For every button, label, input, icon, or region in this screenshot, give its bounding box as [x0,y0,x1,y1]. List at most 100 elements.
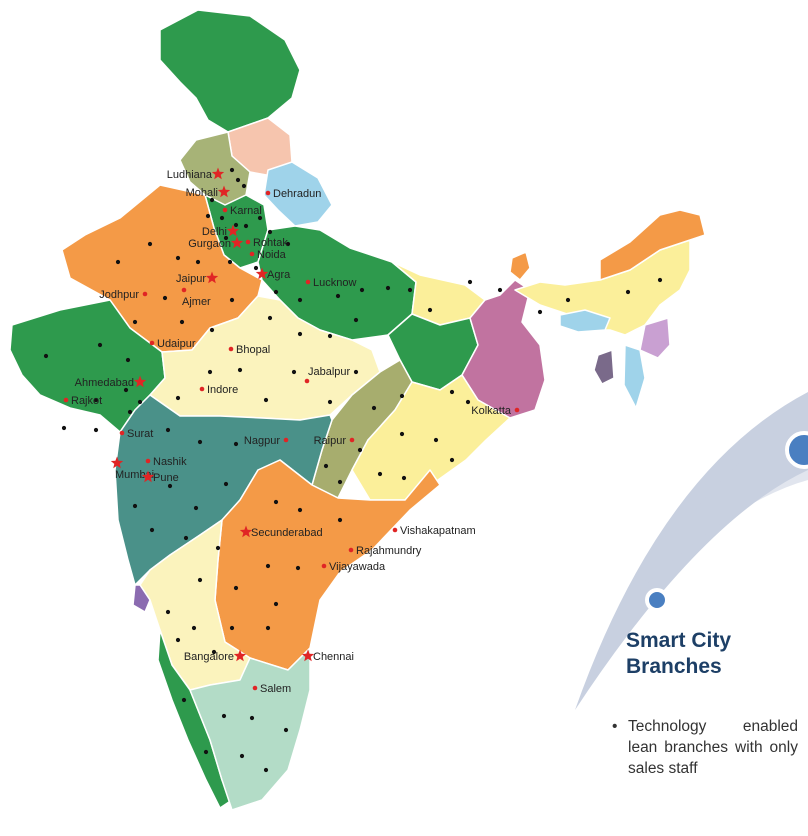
branch-dot [227,259,233,265]
branch-dot [285,241,291,247]
branch-dot [265,563,271,569]
branch-dot [93,427,99,433]
branch-dot [219,215,225,221]
branch-dot [115,259,121,265]
branch-dot [291,369,297,375]
city-label-nagpur: Nagpur [244,435,280,447]
city-marker-surat [119,430,125,436]
branch-dot [427,307,433,313]
branch-dot [323,463,329,469]
city-marker-vijayawada [321,563,327,569]
branch-dot [353,369,359,375]
region-sikkim [509,251,531,281]
bullet-dot-icon: • [612,718,618,735]
branch-dot [337,517,343,523]
city-marker-rajkot [63,397,69,403]
branch-dot [625,289,631,295]
branch-dot [283,727,289,733]
branch-dot [162,295,168,301]
timeline-node-upper [785,431,808,469]
branch-dot [371,405,377,411]
branch-dot [359,287,365,293]
city-label-secunderabad: Secunderabad [251,527,323,539]
city-label-karnal: Karnal [230,205,262,217]
city-label-jabalpur: Jabalpur [308,366,351,378]
branch-dot [297,331,303,337]
branch-dot [132,319,138,325]
city-marker-ajmer [181,287,187,293]
branch-dot [273,499,279,505]
branch-dot [537,309,543,315]
branch-dot [239,753,245,759]
branch-dot [273,289,279,295]
city-label-surat: Surat [127,428,153,440]
branch-dot [215,545,221,551]
city-label-rajkot: Rajkot [71,395,102,407]
branch-dot [449,389,455,395]
city-label-vishakapatnam: Vishakapatnam [400,525,476,537]
branch-dot [229,625,235,631]
city-label-mohali: Mohali [186,187,218,199]
branch-dot [263,397,269,403]
branch-dot [233,585,239,591]
region-manipur [639,317,671,359]
branch-dot [265,625,271,631]
branch-dot [223,235,229,241]
branch-dot [465,399,471,405]
city-marker-ahmedabad-star-icon [133,375,147,388]
branch-dot [179,319,185,325]
branch-dot [273,601,279,607]
panel-bullet-text: Technology enabled lean branches with on… [628,718,798,777]
branch-dot [125,357,131,363]
city-label-delhi: Delhi [202,226,227,238]
region-jammu-kashmir [159,9,301,133]
branch-dot [207,369,213,375]
branch-dot [193,505,199,511]
region-goa [132,584,151,613]
region-meghalaya [559,309,611,333]
timeline-arc-lower [640,410,808,590]
city-marker-nagpur [283,437,289,443]
branch-dot [235,177,241,183]
city-label-agra: Agra [267,269,291,281]
region-kerala [157,629,233,809]
city-label-gurgaon: Gurgaon [188,238,231,250]
branch-dot [61,425,67,431]
city-marker-lucknow [305,279,311,285]
timeline-node-lower [645,588,669,612]
city-marker-rohtak [245,239,251,245]
branch-dot [241,183,247,189]
branch-dot [197,439,203,445]
city-marker-vishakapatnam [392,527,398,533]
branch-dot [237,367,243,373]
branch-dot [205,213,211,219]
branch-dot [175,255,181,261]
branch-dot [211,649,217,655]
branch-dot [123,387,129,393]
region-mizoram [623,344,646,409]
branch-dot [93,397,99,403]
city-marker-chennai-star-icon [301,649,315,662]
branch-dot [181,697,187,703]
city-marker-dehradun [265,190,271,196]
city-label-rohtak: Rohtak [253,237,288,249]
branch-dot [197,577,203,583]
city-label-nashik: Nashik [153,456,187,468]
branch-dot [229,297,235,303]
city-label-jodhpur: Jodhpur [99,289,139,301]
city-label-noida: Noida [257,249,287,261]
branch-dot [195,259,201,265]
city-label-ludhiana: Ludhiana [167,169,213,181]
branch-dot [165,427,171,433]
unlabeled-branch-dots [43,167,663,773]
branch-dot [399,431,405,437]
city-marker-jabalpur [304,378,310,384]
city-marker-bhopal [228,346,234,352]
branch-dot [249,715,255,721]
branch-dot [127,409,133,415]
branch-dot [229,167,235,173]
city-marker-delhi-star-icon [226,224,240,237]
branch-dot [449,457,455,463]
branch-dot [175,395,181,401]
city-label-ajmer: Ajmer [182,296,211,308]
